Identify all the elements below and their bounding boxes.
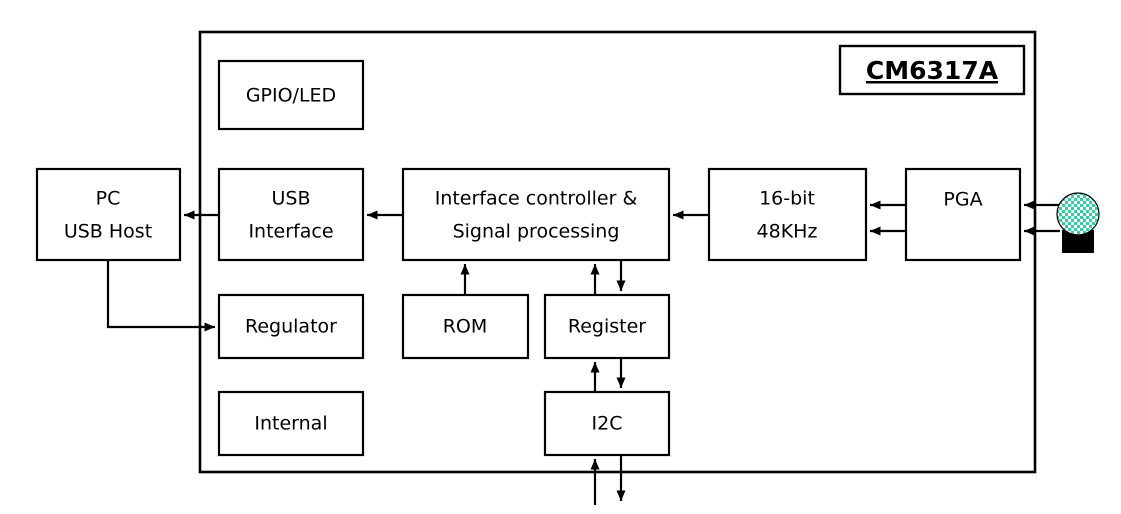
block-rom-label: ROM — [443, 316, 488, 338]
chip-boundary — [198, 30, 1037, 474]
microphone-icon — [1056, 192, 1100, 253]
block-gpio-led-label: GPIO/LED — [246, 85, 336, 107]
block-usb-interface[interactable]: USB Interface — [217, 167, 365, 262]
block-pc-usb-host-label-line1: PC — [96, 188, 121, 210]
block-adc[interactable]: 16-bit 48KHz — [707, 167, 868, 262]
block-regulator-label: Regulator — [245, 316, 337, 338]
connector-pc-to-regulator — [106, 260, 215, 332]
block-rom[interactable]: ROM — [401, 293, 530, 360]
block-adc-label-line1: 16-bit — [759, 188, 815, 210]
block-internal[interactable]: Internal — [217, 390, 365, 457]
block-usb-interface-label-line1: USB — [271, 188, 310, 210]
block-usb-interface-label-line2: Interface — [248, 221, 333, 243]
block-i2c-label: I2C — [592, 413, 623, 435]
block-pc-usb-host[interactable]: PC USB Host — [35, 167, 182, 262]
block-i2c[interactable]: I2C — [543, 390, 671, 457]
block-adc-label-line2: 48KHz — [757, 221, 818, 243]
chip-title-box: CM6317A — [838, 44, 1026, 96]
block-interface-controller-label-line1: Interface controller & — [435, 188, 638, 210]
block-regulator[interactable]: Regulator — [217, 293, 365, 360]
block-interface-controller-label-line2: Signal processing — [453, 221, 620, 243]
block-register-label: Register — [568, 316, 646, 338]
block-pc-usb-host-label-line2: USB Host — [64, 221, 152, 243]
block-interface-controller[interactable]: Interface controller & Signal processing — [401, 167, 671, 262]
block-pga-label: PGA — [943, 189, 982, 211]
block-pga[interactable]: PGA — [904, 167, 1022, 262]
block-internal-label: Internal — [254, 413, 327, 435]
block-register[interactable]: Register — [543, 293, 671, 360]
chip-title-label: CM6317A — [866, 56, 999, 85]
block-gpio-led[interactable]: GPIO/LED — [217, 59, 365, 131]
